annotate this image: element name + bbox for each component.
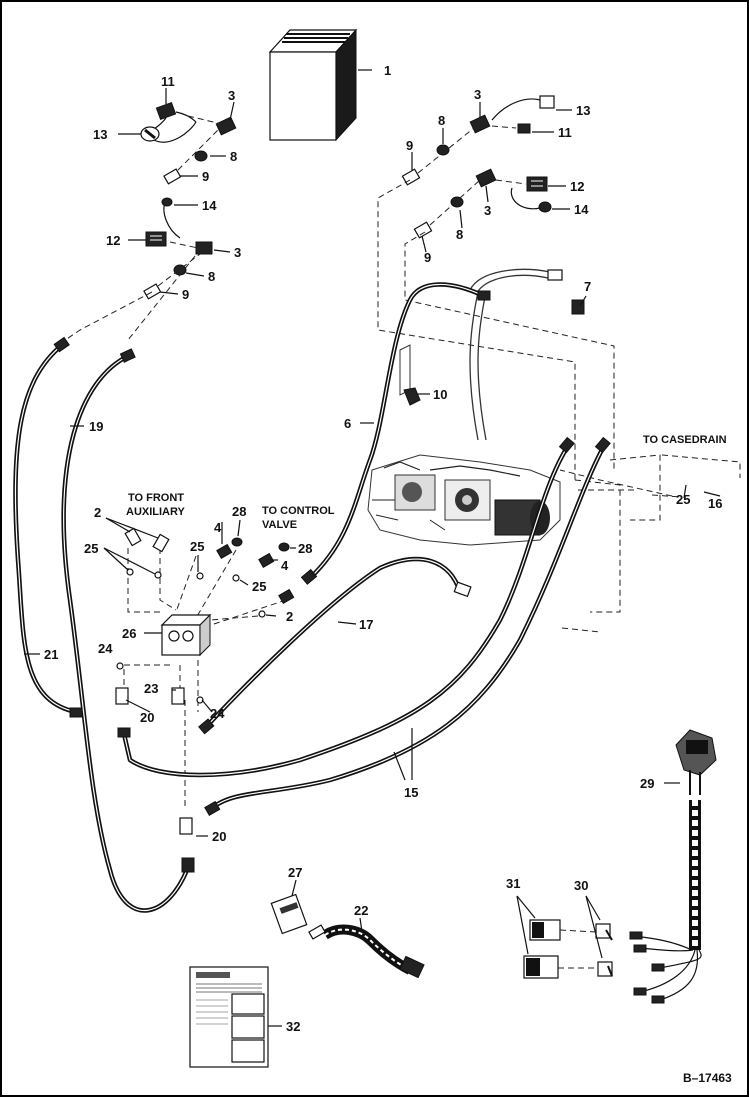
callout-14: 14 xyxy=(202,198,217,213)
label-to-front-2: AUXILIARY xyxy=(126,506,186,518)
callout-1: 1 xyxy=(384,63,391,78)
callout-9: 9 xyxy=(406,138,413,153)
callout-25: 25 xyxy=(190,539,204,554)
callout-11: 11 xyxy=(558,125,572,140)
callout-8: 8 xyxy=(456,227,463,242)
callout-8: 8 xyxy=(438,113,445,128)
callout-28: 28 xyxy=(298,541,312,556)
callout-4: 4 xyxy=(214,520,222,535)
callout-17: 17 xyxy=(359,617,373,632)
callout-26: 26 xyxy=(122,626,136,641)
figure-reference: B–17463 xyxy=(683,1071,732,1085)
callout-2-partial: 2 xyxy=(286,609,293,624)
callout-9: 9 xyxy=(202,169,209,184)
callout-21: 21 xyxy=(44,647,58,662)
callout-23: 23 xyxy=(144,681,158,696)
callout-19: 19 xyxy=(89,419,103,434)
callout-25: 25 xyxy=(84,541,98,556)
callout-22: 22 xyxy=(354,903,368,918)
label-to-front-1: TO FRONT xyxy=(128,492,184,504)
callout-8: 8 xyxy=(208,269,215,284)
callout-9: 9 xyxy=(424,250,431,265)
callout-25: 25 xyxy=(676,492,690,507)
label-to-casedrain: TO CASEDRAIN xyxy=(643,434,727,446)
callout-12: 12 xyxy=(570,179,584,194)
callout-31: 31 xyxy=(506,876,520,891)
callout-3: 3 xyxy=(234,245,241,260)
callout-24: 24 xyxy=(210,706,225,721)
fittings-upper-left xyxy=(118,88,237,300)
dashed-routing xyxy=(57,179,741,810)
callout-3: 3 xyxy=(474,87,481,102)
callout-8: 8 xyxy=(230,149,237,164)
callout-7: 7 xyxy=(584,279,591,294)
valve-block-area xyxy=(115,527,295,835)
callout-6: 6 xyxy=(344,416,351,431)
lower-parts xyxy=(189,729,717,1068)
callout-14: 14 xyxy=(574,202,589,217)
callout-30: 30 xyxy=(574,878,588,893)
fittings-upper-right xyxy=(401,95,572,253)
callout-9: 9 xyxy=(182,287,189,302)
callout-29: 29 xyxy=(640,776,654,791)
callout-20: 20 xyxy=(212,829,226,844)
callout-15: 15 xyxy=(404,785,418,800)
callout-2: 2 xyxy=(94,505,101,520)
callout-11: 11 xyxy=(161,74,175,89)
label-to-control-1: TO CONTROL xyxy=(262,505,335,517)
callout-3: 3 xyxy=(228,88,235,103)
callout-25: 25 xyxy=(252,579,266,594)
label-to-control-2: VALVE xyxy=(262,519,297,531)
callout-4: 4 xyxy=(281,558,289,573)
callout-24: 24 xyxy=(98,641,113,656)
leader-lines xyxy=(24,295,721,837)
callout-13: 13 xyxy=(576,103,590,118)
callout-13: 13 xyxy=(93,127,107,142)
callout-3: 3 xyxy=(484,203,491,218)
callout-32: 32 xyxy=(286,1019,300,1034)
callout-16: 16 xyxy=(708,496,722,511)
callout-20: 20 xyxy=(140,710,154,725)
callout-12: 12 xyxy=(106,233,120,248)
callout-27: 27 xyxy=(288,865,302,880)
part-1-box xyxy=(268,28,372,142)
hoses xyxy=(13,282,611,913)
callout-10: 10 xyxy=(433,387,447,402)
callout-28: 28 xyxy=(232,504,246,519)
callouts: 1 11 3 13 8 9 14 12 3 8 9 3 13 8 11 9 12… xyxy=(44,63,732,1085)
pump-assembly xyxy=(367,268,585,546)
